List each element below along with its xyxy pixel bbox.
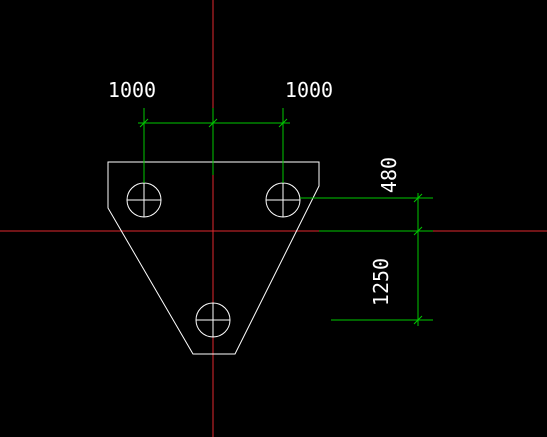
dimension-lines (138, 108, 433, 326)
dimension-label-top-offset: 480 (377, 157, 401, 193)
dimension-label-right-spacing: 1000 (285, 78, 333, 102)
dimension-labels: 1000 1000 480 1250 (108, 78, 401, 306)
tick-left (139, 118, 149, 128)
pile-cap (107, 161, 320, 355)
pile-top-left (126, 182, 162, 218)
dimension-label-vertical-spacing: 1250 (369, 258, 393, 306)
dimension-label-left-spacing: 1000 (108, 78, 156, 102)
tick-bottom (413, 315, 423, 325)
pile-top-right (265, 182, 301, 218)
tick-middle (413, 226, 423, 236)
pile-cap-outline (107, 161, 320, 355)
tick-top (413, 193, 423, 203)
tick-center (208, 118, 218, 128)
pile-bottom (195, 302, 231, 338)
tick-right (278, 118, 288, 128)
